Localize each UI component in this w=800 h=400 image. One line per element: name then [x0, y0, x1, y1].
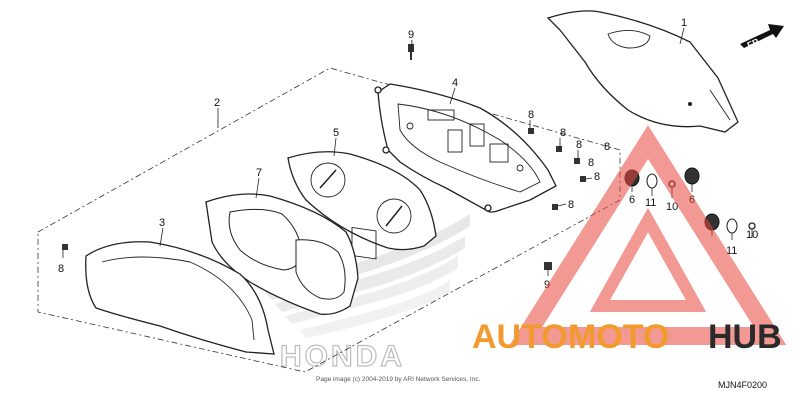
callout-8h: 8 — [588, 157, 594, 169]
callout-labels: 1 2 3 4 5 6 6 7 8 8 8 8 8 8 8 8 9 9 10 1… — [58, 17, 758, 291]
part-4-meter-case — [374, 83, 557, 213]
callout-9a: 9 — [408, 29, 414, 41]
callout-8d: 8 — [594, 171, 600, 183]
callout-8c: 8 — [576, 139, 582, 151]
callout-8a: 8 — [528, 109, 534, 121]
part-7-bezel — [205, 193, 359, 315]
callout-5: 5 — [333, 127, 339, 139]
callout-8f: 8 — [58, 263, 64, 275]
part-1-upper-cover — [546, 10, 739, 133]
callout-9b: 9 — [544, 279, 550, 291]
automotohub-wordmark: AUTO MOTO HUB — [472, 318, 782, 356]
callout-3: 3 — [159, 217, 165, 229]
callout-6a: 6 — [629, 194, 635, 206]
part-5-dial-panel — [287, 151, 437, 260]
callout-8g: 8 — [604, 141, 610, 153]
diagram-code: MJN4F0200 — [718, 380, 767, 390]
callout-10a: 10 — [666, 201, 678, 213]
callout-2: 2 — [214, 97, 220, 109]
brand-hub: HUB — [708, 318, 782, 356]
part-3-lens-cover — [85, 241, 275, 355]
front-direction-indicator: FR. — [740, 24, 784, 50]
callout-7: 7 — [256, 167, 262, 179]
callout-10b: 10 — [746, 229, 758, 241]
automotohub-logo — [509, 125, 787, 345]
callout-8b: 8 — [560, 127, 566, 139]
brand-moto: MOTO — [568, 318, 669, 356]
callout-8e: 8 — [568, 199, 574, 211]
brand-auto: AUTO — [472, 318, 568, 356]
callout-1: 1 — [681, 17, 687, 29]
callout-4: 4 — [452, 77, 458, 89]
callout-11a: 11 — [645, 197, 656, 209]
copyright-text: Page image (c) 2004-2019 by ARI Network … — [316, 376, 481, 383]
honda-wordmark: HONDA — [280, 340, 405, 373]
callout-11b: 11 — [726, 245, 737, 257]
